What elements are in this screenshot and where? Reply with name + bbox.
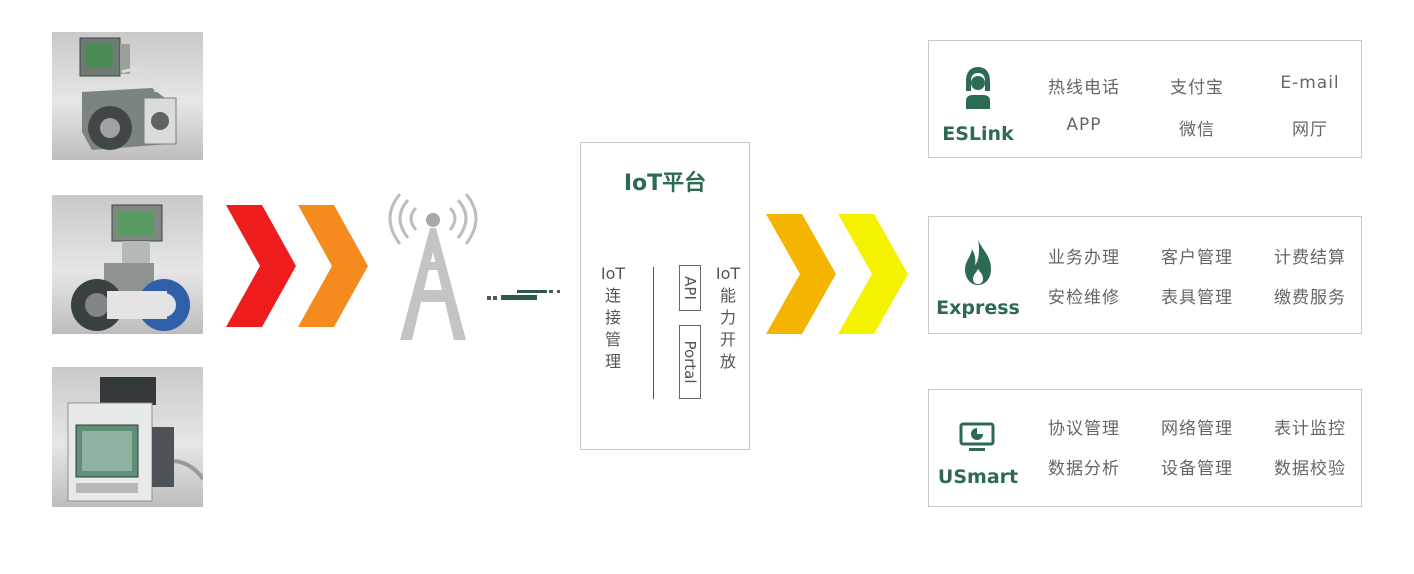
service-item: 数据校验 — [1274, 459, 1346, 479]
service-item: 网厅 — [1292, 120, 1328, 140]
service-item: 业务办理 — [1048, 248, 1120, 268]
service-item: 安检维修 — [1048, 288, 1120, 308]
chevron-amber — [766, 214, 836, 334]
service-item: 支付宝 — [1170, 78, 1224, 98]
iot-capability-open: IoT 能 力 开 放 — [715, 264, 741, 371]
chevron-orange — [298, 205, 368, 327]
chevron-red — [226, 205, 296, 327]
express-panel: Express 业务办理 客户管理 计费结算 安检维修 表具管理 缴费服务 — [928, 216, 1362, 334]
service-item: 表具管理 — [1161, 288, 1233, 308]
rotary-gas-meter-photo — [52, 32, 203, 160]
volume-corrector-photo — [52, 367, 203, 507]
iot-divider — [653, 267, 654, 399]
service-item: 设备管理 — [1161, 459, 1233, 479]
signal-tower-icon — [388, 193, 478, 340]
service-item: 缴费服务 — [1274, 288, 1346, 308]
flame-icon — [965, 239, 991, 285]
iot-platform: IoT平台 IoT 连 接 管 理 API Portal IoT 能 力 开 放 — [580, 142, 750, 450]
turbine-gas-meter-photo — [52, 195, 203, 334]
api-label: API — [679, 265, 701, 311]
eslink-panel: ESLink 热线电话 支付宝 E-mail APP 微信 网厅 — [928, 40, 1362, 158]
service-item: 表计监控 — [1274, 419, 1346, 439]
monitor-icon — [959, 422, 995, 451]
service-item: 网络管理 — [1161, 419, 1233, 439]
service-item: 热线电话 — [1048, 78, 1120, 98]
service-item: 客户管理 — [1161, 248, 1233, 268]
express-brand: Express — [936, 297, 1020, 319]
usmart-brand: USmart — [937, 466, 1019, 488]
service-item: E-mail — [1280, 73, 1340, 93]
eslink-brand: ESLink — [942, 123, 1014, 145]
usmart-panel: USmart 协议管理 网络管理 表计监控 数据分析 设备管理 数据校验 — [928, 389, 1362, 507]
service-item: APP — [1066, 115, 1102, 135]
iot-platform-title: IoT平台 — [623, 171, 707, 196]
service-item: 数据分析 — [1048, 459, 1120, 479]
iot-connection-management: IoT 连 接 管 理 — [600, 264, 626, 371]
service-item: 微信 — [1179, 120, 1215, 140]
service-item: 计费结算 — [1274, 248, 1346, 268]
portal-label: Portal — [679, 325, 701, 399]
support-agent-icon — [966, 67, 990, 109]
chevron-yellow — [838, 214, 908, 334]
link-dash — [487, 290, 560, 300]
service-item: 协议管理 — [1048, 419, 1120, 439]
